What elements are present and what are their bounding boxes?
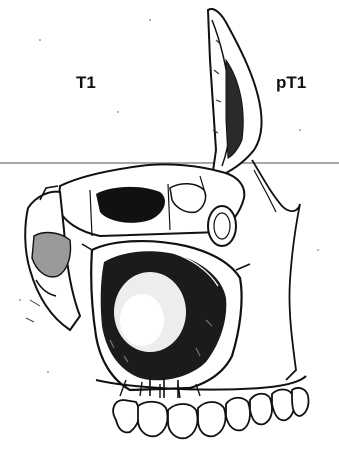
label-pt1: pT1 bbox=[276, 74, 306, 91]
tumor-extension-outline bbox=[252, 160, 300, 380]
maxilla-tumor-mass bbox=[82, 241, 250, 390]
sinus-complex bbox=[58, 164, 244, 246]
label-t1: T1 bbox=[76, 74, 96, 91]
nasal-bone bbox=[208, 9, 261, 178]
